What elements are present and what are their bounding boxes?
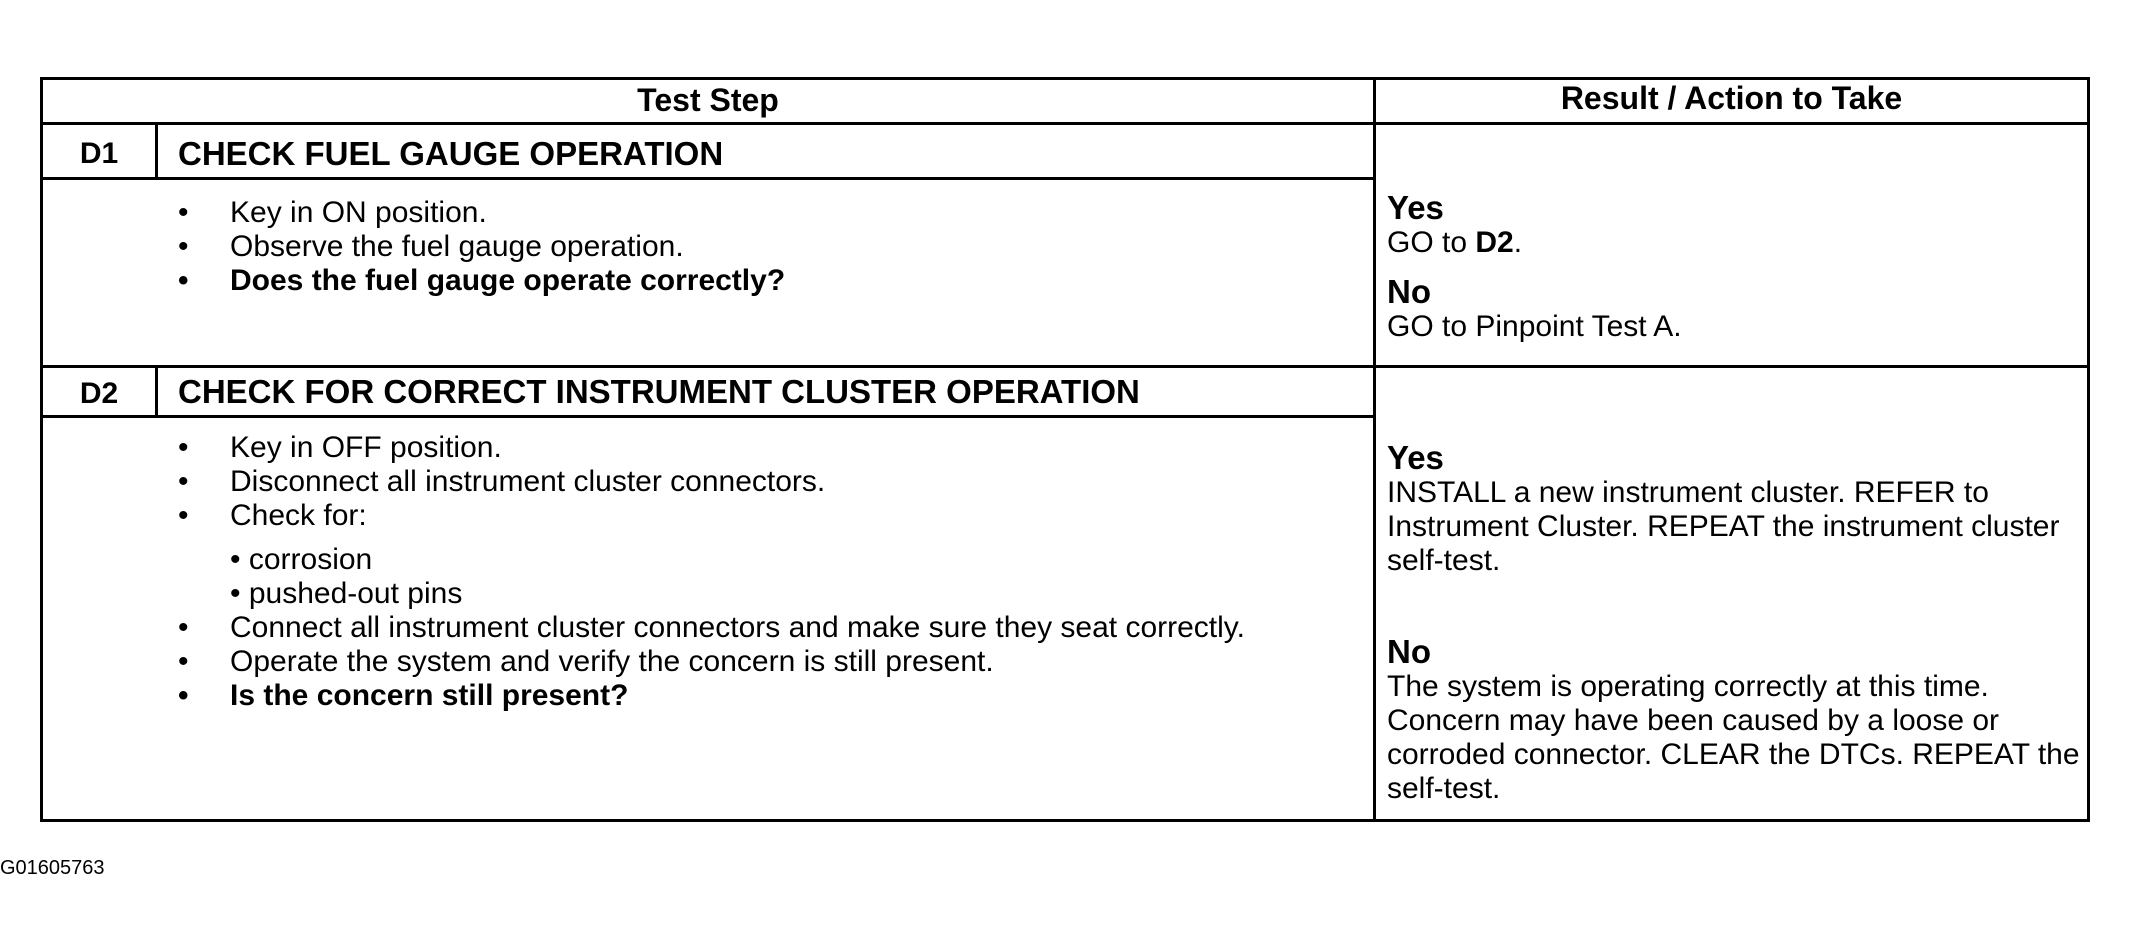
- bullet-icon: •: [178, 196, 189, 229]
- header-result-action: Result / Action to Take: [1560, 80, 1903, 116]
- list-item: •Key in ON position.: [178, 196, 487, 229]
- d1-bullet-list: •Key in ON position. •Observe the fuel g…: [172, 196, 1362, 298]
- header-rule: [40, 122, 2090, 125]
- step-id-d2: D2: [79, 377, 119, 410]
- d2-divider-rule: [40, 365, 2090, 368]
- bullet-icon: •: [178, 230, 189, 263]
- bullet-icon: •: [178, 611, 189, 644]
- bullet-icon: •: [178, 264, 189, 297]
- header-test-step: Test Step: [637, 82, 779, 118]
- d1-id-divider: [155, 122, 158, 179]
- yes-action: INSTALL a new instrument cluster. REFER …: [1387, 476, 2060, 577]
- list-item: •Is the concern still present?: [178, 679, 629, 712]
- list-item: •Check for: • corrosion • pushed-out pin…: [172, 499, 1362, 611]
- step-id-d1: D1: [79, 137, 119, 170]
- yes-action: GO to D2.: [1387, 226, 1523, 259]
- d2-id-divider: [155, 365, 158, 417]
- d2-title-rule: [40, 415, 1375, 418]
- list-item: •Key in OFF position.: [178, 431, 502, 464]
- no-label: No: [1387, 633, 1431, 670]
- d1-result: Yes GO to D2. No GO to Pinpoint Test A.: [1387, 190, 2077, 344]
- test-table: [40, 77, 2090, 822]
- sub-list-item: • pushed-out pins: [230, 577, 463, 610]
- bullet-icon: •: [178, 645, 189, 678]
- list-item: •Disconnect all instrument cluster conne…: [178, 465, 826, 498]
- d1-title-rule: [40, 177, 1375, 180]
- yes-label: Yes: [1387, 189, 1444, 226]
- check-for-sublist: • corrosion • pushed-out pins: [172, 543, 1362, 611]
- list-item: •Does the fuel gauge operate correctly?: [178, 264, 786, 297]
- bullet-icon: •: [178, 499, 189, 532]
- no-action: The system is operating correctly at thi…: [1387, 670, 2080, 805]
- column-divider: [1373, 77, 1376, 822]
- list-item: •Connect all instrument cluster connecto…: [178, 611, 1245, 644]
- d2-result: Yes INSTALL a new instrument cluster. RE…: [1387, 440, 2087, 806]
- figure-id: G01605763: [0, 857, 105, 879]
- list-item: •Operate the system and verify the conce…: [178, 645, 994, 678]
- d2-bullet-list: •Key in OFF position. •Disconnect all in…: [172, 431, 1362, 713]
- bullet-icon: •: [178, 679, 189, 712]
- bullet-icon: •: [178, 465, 189, 498]
- bullet-icon: •: [178, 431, 189, 464]
- list-item: •Observe the fuel gauge operation.: [178, 230, 684, 263]
- yes-label: Yes: [1387, 439, 1444, 476]
- step-title-d2: CHECK FOR CORRECT INSTRUMENT CLUSTER OPE…: [178, 373, 1140, 410]
- no-action: GO to Pinpoint Test A.: [1387, 310, 1682, 343]
- sub-list-item: • corrosion: [230, 543, 373, 576]
- step-title-d1: CHECK FUEL GAUGE OPERATION: [178, 135, 724, 172]
- no-label: No: [1387, 273, 1431, 310]
